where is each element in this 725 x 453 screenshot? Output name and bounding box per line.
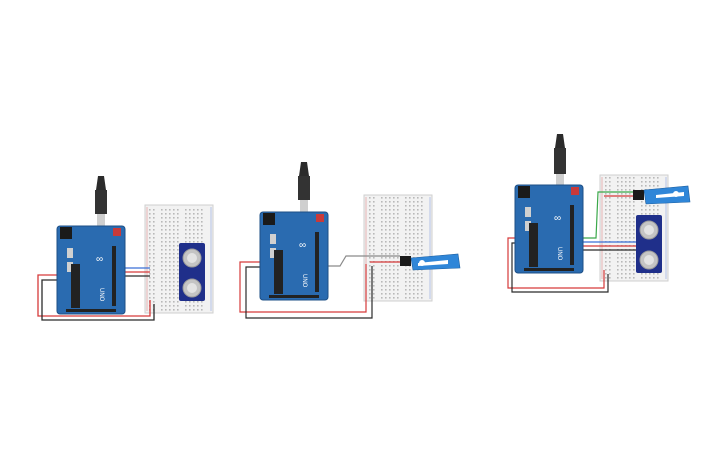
board-model: UNO bbox=[556, 247, 562, 261]
arduino-uno-board-2[interactable]: ∞ UNO bbox=[259, 211, 329, 301]
wires-2 bbox=[239, 255, 402, 319]
usb-cable-icon bbox=[95, 176, 107, 226]
circuit-1[interactable]: ∞ UNO bbox=[37, 176, 214, 321]
servo-motor-icon[interactable] bbox=[400, 253, 461, 271]
arduino-uno-board-3[interactable]: ∞ UNO bbox=[514, 184, 584, 274]
arduino-uno-board-1[interactable]: ∞ UNO bbox=[56, 225, 126, 315]
breadboard-2[interactable] bbox=[363, 194, 433, 302]
usb-cable-icon bbox=[298, 162, 310, 212]
board-model: UNO bbox=[98, 288, 104, 302]
board-logo: ∞ bbox=[96, 254, 103, 265]
board-model: UNO bbox=[301, 274, 307, 288]
board-logo: ∞ bbox=[299, 240, 306, 251]
wires-3 bbox=[507, 191, 636, 293]
board-logo: ∞ bbox=[554, 213, 561, 224]
circuit-2[interactable]: ∞ UNO bbox=[239, 162, 461, 319]
ultrasonic-sensor-icon[interactable] bbox=[179, 243, 205, 301]
circuit-3[interactable]: ∞ UNO bbox=[507, 134, 691, 293]
usb-cable-icon bbox=[554, 134, 566, 186]
servo-motor-icon[interactable] bbox=[633, 185, 691, 205]
ultrasonic-sensor-icon[interactable] bbox=[636, 215, 662, 273]
